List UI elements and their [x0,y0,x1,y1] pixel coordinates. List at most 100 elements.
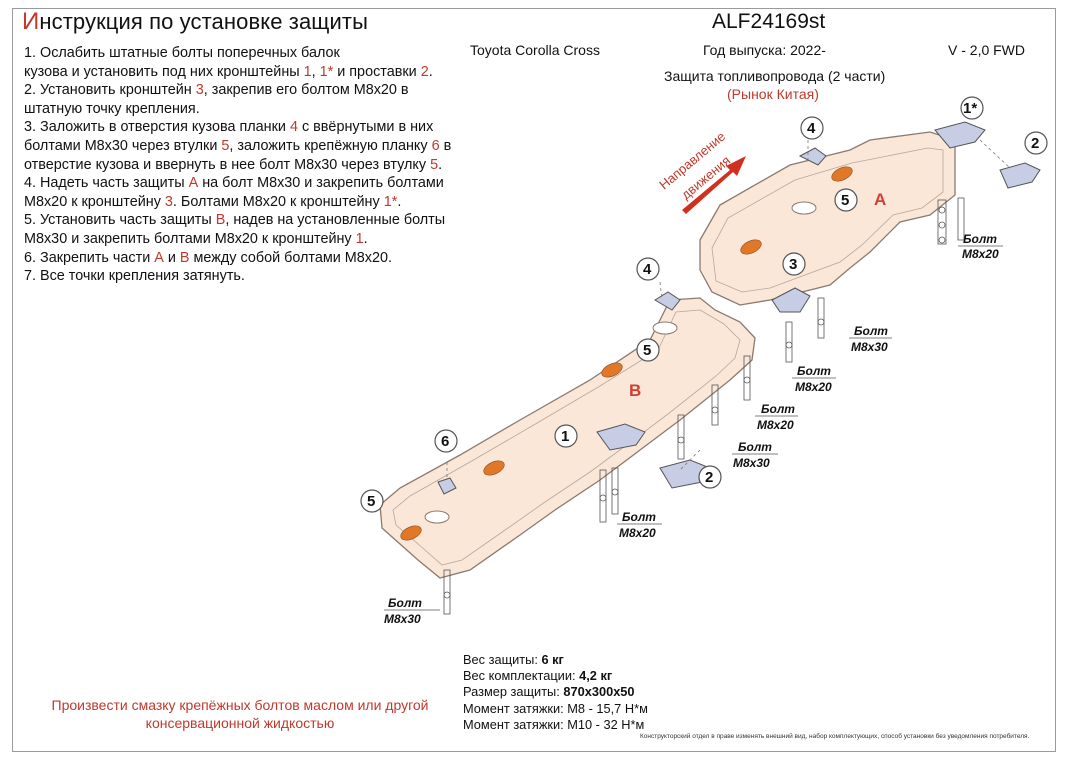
car-model: Toyota Corolla Cross [470,42,600,58]
part-ref: 2 [420,63,429,80]
hole [424,510,450,524]
part-ref: В [215,212,226,229]
spec-value: 4,2 кг [579,668,613,684]
instruction-text: 4. Надеть часть защиты [24,175,189,192]
instruction-text: . Болтами М8х20 к кронштейну [172,193,384,210]
bolt-word: Болт [761,402,795,416]
spec-label: Вес защиты: [463,652,542,667]
badge-logo [400,166,853,541]
part-ref: 6 [431,137,440,154]
instruction-line: 2. Установить кронштейн 3, закрепив его … [24,81,494,100]
instruction-text: 7. Все точки крепления затянуть. [24,268,245,285]
bolt-size: М8х30 [733,456,770,470]
instruction-line: штатную точку крепления. [24,100,494,119]
part-ref: 5 [221,137,230,154]
instruction-text: 2. Установить кронштейн [24,82,196,99]
part-ref: 1* [383,193,398,210]
spec-value: 870х300х50 [563,684,635,700]
callout-3: 3 [789,256,797,273]
bolt-size: М8х30 [384,612,421,626]
part-ref: 5 [430,156,439,173]
part-ref: 1 [355,230,364,247]
instruction-text: 6. Закрепить части [24,249,155,266]
instruction-text: . [397,193,402,210]
spec-row: Размер защиты: 870х300х50 [463,684,648,700]
bolt-stack [443,197,965,615]
callouts [360,96,1048,513]
callout-5-b: 5 [643,342,651,359]
bolt-size: М8х20 [757,418,794,432]
instruction-line: 6. Закрепить части А и В между собой бол… [24,249,494,268]
bolt-word: Болт [738,440,772,454]
instruction-text: и [163,249,180,266]
bolt-word: Болт [797,364,831,378]
part-ref: 3 [195,82,204,99]
instructions-list: 1. Ослабить штатные болты поперечных бал… [24,44,494,286]
instruction-text: болтами М8х30 через втулки [24,137,222,154]
bolt-size: М8х30 [851,340,888,354]
instruction-text: 5. Установить часть защиты [24,212,216,229]
callout-numbers: 1* 2 4 5 3 4 5 1 2 6 5 [367,100,1039,510]
hole [652,321,678,335]
instruction-text: , заложить крепёжную планку [229,137,432,154]
callout-2-a: 2 [1031,135,1039,152]
model-year: Год выпуска: 2022- [703,42,826,58]
instruction-text: 1. Ослабить штатные болты поперечных бал… [24,45,340,61]
spec-row: Момент затяжки: М8 - 15,7 Н*м [463,701,648,717]
instruction-line: 1. Ослабить штатные болты поперечных бал… [24,44,494,63]
instruction-line: кузова и установить под них кронштейны 1… [24,63,494,82]
grease-note: Произвести смазку крепёжных болтов масло… [51,697,429,731]
instruction-line: отверстие кузова и ввернуть в нее болт М… [24,156,494,175]
instruction-text: . [428,63,433,80]
instruction-line: 5. Установить часть защиты В, надев на у… [24,211,494,230]
bolt-word: Болт [854,324,888,338]
instruction-line: болтами М8х30 через втулки 5, заложить к… [24,137,494,156]
instruction-line: М8х30 и закрепить болтами М8х20 к кроншт… [24,230,494,249]
spec-row: Вес защиты: 6 кг [463,652,648,668]
callout-6: 6 [441,433,449,450]
spec-value: 6 кг [541,652,564,667]
instruction-text: М8х30 и закрепить болтами М8х20 к кроншт… [24,230,356,247]
instruction-text: , [311,63,320,80]
bolt-word: Болт [963,232,997,246]
plate-a [699,131,956,306]
instruction-text: , закрепив его болтом М8х20 в [203,82,409,99]
spec-value: М10 - 32 Н*м [567,716,645,732]
callout-4-a: 4 [807,120,816,137]
callout-1-star: 1* [963,100,977,117]
bracket [437,121,1041,495]
bolt-word: Болт [388,596,422,610]
part-a-label: A [874,190,886,209]
spec-label: Размер защиты: [463,684,564,700]
spec-row: Вес комплектации: 4,2 кг [463,668,648,684]
bolt-labels: Болт М8х20 Болт М8х30 Болт М8х20 Болт М8… [384,232,999,626]
instruction-text: с ввёрнутыми в них [297,119,434,136]
spec-value: М8 - 15,7 Н*м [567,700,648,716]
spec-label: Вес комплектации: [463,668,580,684]
instruction-text: в [439,137,452,154]
callout-4-b: 4 [643,261,652,278]
bolt-word: Болт [622,510,656,524]
spec-row: Момент затяжки: М10 - 32 Н*м [463,717,648,733]
spec-label: Момент затяжки: [463,700,568,716]
instruction-text: на болт М8х30 и закрепить болтами [198,175,444,192]
instruction-line: 4. Надеть часть защиты А на болт М8х30 и… [24,174,494,193]
bolt-size: М8х20 [962,247,999,261]
fine-print: Конструкторский отдел в праве изменять в… [640,733,1030,740]
instruction-text: отверстие кузова и ввернуть в нее болт М… [24,156,431,173]
part-ref: 4 [289,119,298,136]
engine-spec: V - 2,0 FWD [948,42,1026,58]
bolt-size: М8х20 [795,380,832,394]
part-ref: 3 [164,193,173,210]
instruction-text: . [363,230,368,247]
product-name: Защита топливопровода (2 части) [664,68,886,84]
spec-label: Момент затяжки: [463,716,568,732]
callout-5-a: 5 [841,192,849,209]
part-ref: 1* [319,63,334,80]
page-title: Инструкция по установке защиты [22,8,368,35]
plate-a-inner [711,147,944,293]
instruction-text: между собой болтами М8х20. [189,249,393,266]
instruction-line: 7. Все точки крепления затянуть. [24,267,494,286]
